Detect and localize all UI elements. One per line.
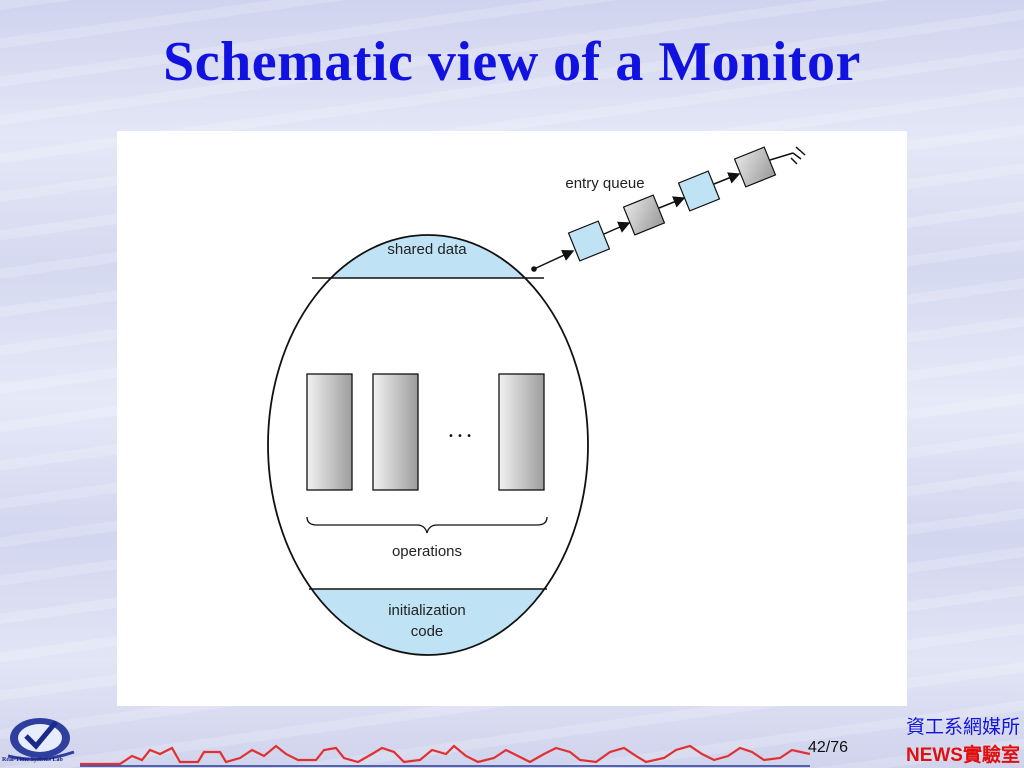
lab-logo-text: Real-Time Systems Lab [2,757,63,763]
queue-arrow-2 [603,221,631,235]
monitor-diagram: shared data operations initialization co… [117,131,907,706]
lab-label: NEWS實驗室 [905,745,1020,766]
page-current: 42 [808,739,826,756]
shared-data-label: shared data [387,241,467,258]
lab-logo-icon [7,718,75,761]
entry-queue [531,146,806,272]
operations-label: operations [392,543,462,560]
entry-queue-label: entry queue [565,175,644,192]
operation-box-1 [306,373,353,491]
operations-brace [306,516,548,534]
null-ground-icon [790,146,806,165]
queue-tail-line [769,152,794,161]
queue-node-4 [733,146,777,188]
queue-arrow-1 [533,249,575,270]
page-total: /76 [825,739,849,756]
footer-skyline-decoration [80,744,810,767]
queue-node-2 [622,194,666,236]
queue-arrow-3 [658,196,686,209]
slide-title: Schematic view of a Monitor [163,31,861,93]
page-number: 42/76 [808,739,848,757]
monitor-ellipse [267,234,589,656]
queue-arrow-4 [713,172,741,185]
ellipsis-label: • • • [448,431,472,442]
department-label: 資工系網媒所 [905,716,1020,738]
init-label-line2: code [411,623,444,640]
operation-box-2 [372,373,419,491]
operation-box-3 [498,373,545,491]
queue-node-3 [677,170,721,212]
init-label-line1: initialization [388,602,466,619]
queue-node-1 [567,220,611,262]
